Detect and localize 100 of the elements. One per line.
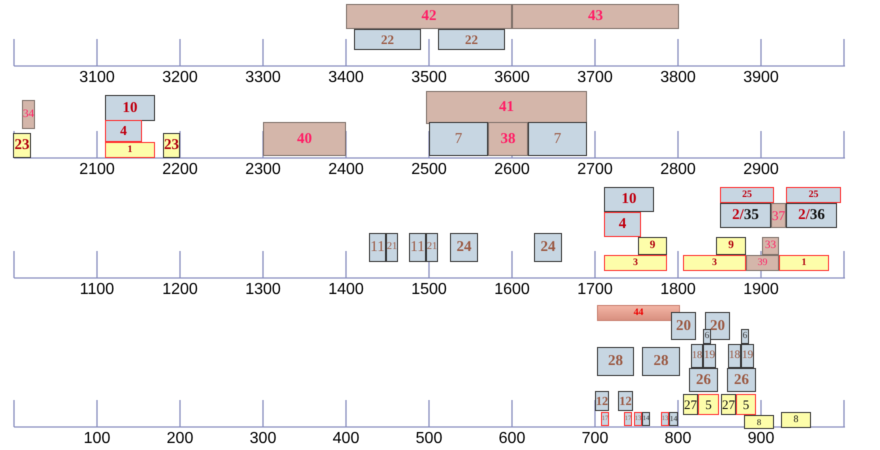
- block-number: 22: [381, 33, 394, 46]
- block-number: 20: [676, 318, 691, 334]
- timeline-block: [746, 255, 779, 271]
- timeline-block: [720, 203, 771, 228]
- timeline-block: [450, 233, 478, 262]
- block-number: 26: [696, 372, 711, 388]
- block-number: 21: [386, 242, 398, 253]
- block-number: 23: [14, 138, 30, 153]
- block-number: 24: [456, 240, 472, 255]
- axis-tick-label: 1400: [328, 282, 364, 298]
- timeline-block: [354, 29, 421, 50]
- block-number: 2/35: [732, 208, 759, 223]
- block-number: 4: [618, 217, 626, 232]
- timeline-block: [624, 412, 632, 426]
- block-number: 20: [710, 318, 725, 334]
- block-number: 5: [742, 398, 750, 411]
- axis-tick-label: 2500: [411, 162, 447, 178]
- timeline-block: [728, 344, 741, 368]
- timeline-block: [642, 347, 680, 376]
- axis-tick-label: 3600: [494, 70, 530, 86]
- block-number: 2/36: [798, 208, 825, 223]
- axis-tick-label: 2700: [577, 162, 613, 178]
- block-number: 27: [722, 398, 735, 411]
- axis-tick-label: 1900: [743, 282, 779, 298]
- timeline-block: [409, 233, 426, 262]
- axis-tick-label: 1600: [494, 282, 530, 298]
- axis-tick-label: 1500: [411, 282, 447, 298]
- block-number: 18: [728, 350, 740, 362]
- timeline-block: [638, 237, 667, 255]
- axis-tick-label: 3300: [245, 70, 281, 86]
- block-number: 4: [120, 124, 127, 138]
- timeline-block: [642, 412, 650, 426]
- timeline-block: [488, 122, 528, 156]
- axis-tick-label: 500: [416, 431, 442, 447]
- timeline-block: [683, 394, 698, 415]
- axis-tick-label: 3500: [411, 70, 447, 86]
- timeline-block: [597, 305, 680, 321]
- block-number: 34: [22, 108, 34, 120]
- block-number: 22: [465, 33, 478, 46]
- timeline-block: [263, 122, 346, 156]
- block-number: 8: [794, 415, 798, 425]
- axis-tick-label: 2600: [494, 162, 530, 178]
- axis-tick-label: 1300: [245, 282, 281, 298]
- timeline-block: [105, 95, 155, 121]
- timeline-block: [669, 412, 678, 426]
- timeline-block: [720, 187, 774, 203]
- block-number: 9: [728, 240, 734, 252]
- timeline-block: [744, 415, 774, 429]
- timeline-block: [601, 412, 609, 426]
- block-number: 26: [734, 372, 749, 388]
- timeline-block: [683, 255, 746, 271]
- block-number: 18: [692, 350, 702, 362]
- timeline-block: [429, 122, 488, 156]
- timeline-block: [786, 187, 841, 203]
- block-number: 9: [650, 240, 656, 252]
- block-number: 10: [122, 100, 138, 116]
- axis-tick-label: 3700: [577, 70, 613, 86]
- timeline-block: [438, 29, 505, 50]
- axis-tick-label: 300: [250, 431, 276, 447]
- block-number: 1: [802, 258, 806, 268]
- axis-tick-label: 100: [84, 431, 110, 447]
- axis-tick-label: 700: [582, 431, 608, 447]
- timeline-block: [386, 233, 398, 262]
- axis-tick-label: 2100: [79, 162, 115, 178]
- timeline-block: [105, 142, 155, 158]
- block-number: 12: [596, 394, 608, 408]
- timeline-block: [703, 344, 716, 368]
- timeline-block: [528, 122, 587, 156]
- block-number: 5: [705, 398, 712, 411]
- timeline-block: [604, 187, 654, 212]
- block-number: 28: [608, 354, 623, 369]
- axis-tick-label: 1100: [80, 282, 114, 298]
- axis-tick-label: 2200: [162, 162, 198, 178]
- axis-tick-label: 3800: [660, 70, 696, 86]
- timeline-block: [22, 100, 35, 129]
- axis-tick-label: 200: [166, 431, 194, 447]
- axis-tick-label: 1800: [660, 282, 696, 298]
- axis-tick-label: 600: [498, 431, 526, 447]
- block-number: 23: [164, 138, 179, 153]
- block-number: 43: [588, 9, 603, 24]
- block-number: 42: [422, 9, 436, 24]
- timeline-block: [741, 344, 754, 368]
- axis-tick-label: 3900: [743, 70, 779, 86]
- timeline-block: [604, 212, 641, 237]
- block-number: 25: [808, 190, 818, 200]
- block-number: 12: [619, 394, 632, 408]
- timeline-block: [671, 312, 696, 340]
- timeline-block: [105, 120, 142, 142]
- axis-tick-label: 2400: [328, 162, 364, 178]
- block-number: 28: [654, 354, 668, 369]
- axis-tick-label: 900: [748, 431, 774, 447]
- timeline-block: [705, 312, 730, 340]
- timeline-block: [634, 412, 642, 426]
- axis-tick-label: 2900: [743, 162, 779, 178]
- block-number: 8: [756, 418, 762, 426]
- timeline-block: [512, 4, 679, 29]
- timeline-block: [604, 255, 667, 271]
- axis-tick-label: 3200: [162, 70, 198, 86]
- timeline-block: [703, 329, 711, 344]
- block-number: 39: [758, 258, 768, 268]
